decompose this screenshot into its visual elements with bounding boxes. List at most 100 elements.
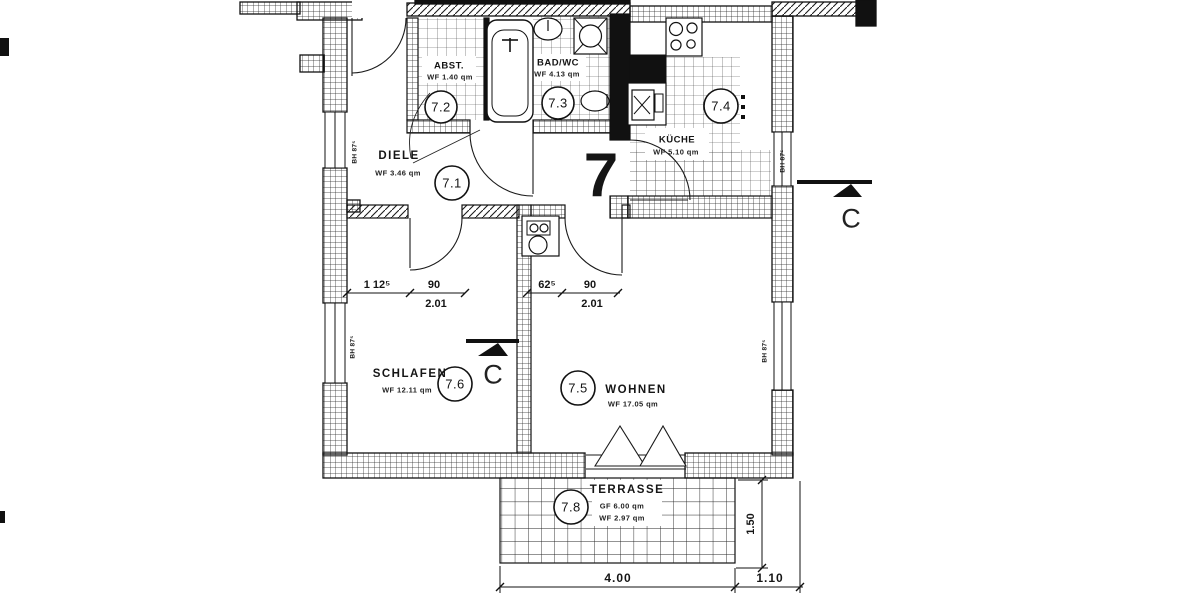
wall-bad-kitchen — [609, 13, 631, 141]
circle-7-5 — [560, 370, 596, 406]
wall-schlafen-wohnen — [516, 204, 532, 454]
wall-kitchen-south — [627, 195, 773, 219]
circle-7-2 — [424, 90, 458, 124]
window-wohnen — [773, 301, 792, 391]
room-number-7-3: 7.3 — [548, 95, 568, 111]
dim-schlafen-total: 2.01 — [425, 298, 447, 310]
dim-right-offset: 1.10 — [756, 571, 784, 585]
circle-7-3 — [541, 86, 575, 120]
wall-left-c — [322, 382, 348, 456]
dim-wohnen-door — [522, 288, 623, 298]
wall-top-left-step — [239, 1, 301, 15]
schlafen-area: WF 12.11 qm — [382, 385, 432, 395]
stove-icon — [665, 17, 703, 57]
section-markers — [466, 180, 872, 356]
shower-icon — [573, 17, 608, 55]
dim-schlafen-width: 90 — [427, 279, 441, 291]
washbasin-icon — [533, 17, 563, 41]
abst-area: WF 1.40 qm — [427, 72, 473, 82]
section-letter-exterior: C — [841, 203, 861, 234]
dimension-lines — [342, 288, 805, 593]
sill-height-left-upper: BH 87⁵ — [351, 140, 359, 164]
room-number-circles — [424, 86, 739, 525]
wall-right-c — [771, 389, 794, 456]
section-letter-interior: C — [483, 359, 503, 390]
dim-terrace-width: 4.00 — [604, 571, 632, 585]
room-number-7-5: 7.5 — [568, 380, 588, 396]
section-marker-exterior — [797, 180, 872, 197]
bad-door — [469, 132, 534, 197]
sill-height-wohnen: BH 87⁵ — [761, 339, 769, 363]
kitchen-sink-icon — [627, 82, 667, 126]
window-kitchen — [773, 131, 792, 187]
kueche-label: KÜCHE — [658, 134, 696, 146]
dim-bottom — [495, 481, 805, 593]
interior-walls — [346, 13, 773, 454]
entrance-opening — [352, 1, 406, 18]
terrace-door — [586, 424, 687, 470]
wall-bottom-left — [322, 452, 586, 479]
wall-top-hatched — [406, 2, 631, 17]
circle-7-4 — [703, 88, 739, 124]
scan-artifacts — [0, 38, 9, 523]
wall-schlafen-north-right — [461, 204, 520, 219]
circle-7-6 — [437, 366, 473, 402]
bad-area: WF 4.13 qm — [534, 69, 580, 79]
window-left-upper — [324, 111, 346, 169]
dim-wohnen-total: 2.01 — [581, 298, 603, 310]
wall-abst-west — [406, 17, 419, 121]
sill-height-left-lower: BH 87⁵ — [349, 335, 357, 359]
windows — [324, 111, 792, 391]
terrasse-area-gf: GF 6.00 qm — [599, 501, 645, 511]
circle-7-8 — [553, 489, 589, 525]
dim-terrace-depth-label: 1.50 — [745, 513, 757, 535]
wall-top-right-cap — [855, 0, 877, 27]
room-number-7-6: 7.6 — [445, 376, 465, 392]
room-number-7-1: 7.1 — [442, 175, 462, 191]
bad-label: BAD/WC — [536, 57, 580, 69]
terrasse-area-wf: WF 2.97 qm — [599, 513, 645, 523]
dim-terrace-depth — [736, 475, 768, 573]
wall-bottom-right — [684, 452, 794, 479]
abst-label: ABST. — [434, 60, 464, 72]
toilet-icon — [580, 90, 610, 112]
wohnen-area: WF 17.05 qm — [607, 399, 659, 409]
schlafen-label: SCHLAFEN — [372, 368, 448, 380]
wall-top-edge — [414, 0, 631, 5]
wohnen-door — [564, 217, 623, 276]
terrasse-label: TERRASSE — [589, 484, 665, 496]
wall-schlafen-north-left — [346, 204, 409, 219]
wall-right-b — [771, 185, 794, 303]
washer-icon — [521, 215, 560, 257]
circle-7-1 — [434, 165, 470, 201]
wall-wohnen-north-jamb — [621, 204, 631, 219]
bathtub-icon — [486, 19, 534, 123]
dim-schlafen-offset: 1 12⁵ — [363, 279, 391, 291]
hinge-dots — [741, 95, 745, 119]
wall-left-b — [322, 167, 348, 304]
room-number-7-2: 7.2 — [431, 99, 451, 115]
wohnen-label: WOHNEN — [605, 384, 667, 396]
wall-left-stub-west — [299, 54, 325, 73]
dim-wohnen-offset: 62⁵ — [538, 279, 556, 291]
sill-height-kitchen: BH 87⁵ — [779, 149, 787, 173]
apartment-number: 7 — [583, 141, 619, 211]
schlafen-door — [409, 217, 463, 271]
doors — [351, 17, 691, 470]
dim-wohnen-width: 90 — [583, 279, 597, 291]
window-left-lower — [324, 302, 346, 384]
room-number-7-8: 7.8 — [561, 499, 581, 515]
fixtures — [486, 17, 745, 257]
wall-left-a — [322, 17, 348, 113]
diele-area: WF 3.46 qm — [375, 168, 421, 178]
wall-right-a — [771, 15, 794, 133]
dim-schlafen-door — [342, 288, 470, 298]
exterior-walls — [239, 0, 877, 479]
entrance-door — [351, 17, 407, 76]
leader-lines — [409, 92, 481, 164]
section-marker-interior — [466, 339, 519, 356]
kueche-area: WF 5.10 qm — [653, 147, 699, 157]
label-boxes — [422, 54, 709, 526]
